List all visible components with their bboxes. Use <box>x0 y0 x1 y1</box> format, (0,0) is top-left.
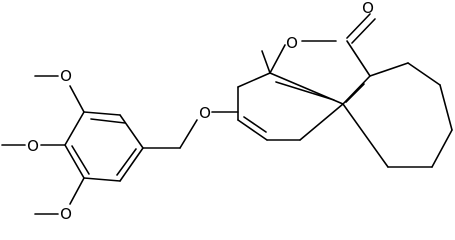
trimethoxyphenyl-ring <box>64 111 144 182</box>
methoxy-oxygen-bottom: O <box>60 205 72 223</box>
coumarin-benzene-ring <box>237 72 344 141</box>
ether-oxygen: O <box>199 104 211 122</box>
ether-linkage <box>142 111 239 149</box>
structure-canvas: O O O O O O <box>1 0 453 223</box>
methoxy-oxygen-middle: O <box>27 137 39 155</box>
cycloheptane-ring <box>342 62 453 168</box>
carbonyl-oxygen: O <box>362 0 374 17</box>
ring-oxygen: O <box>286 34 298 52</box>
methoxy-oxygen-top: O <box>60 67 72 85</box>
lactone-ring <box>269 13 376 105</box>
methyl-bond <box>261 50 271 74</box>
methoxy-groups <box>1 75 85 215</box>
chemical-structure: O O O O O O <box>1 0 453 223</box>
